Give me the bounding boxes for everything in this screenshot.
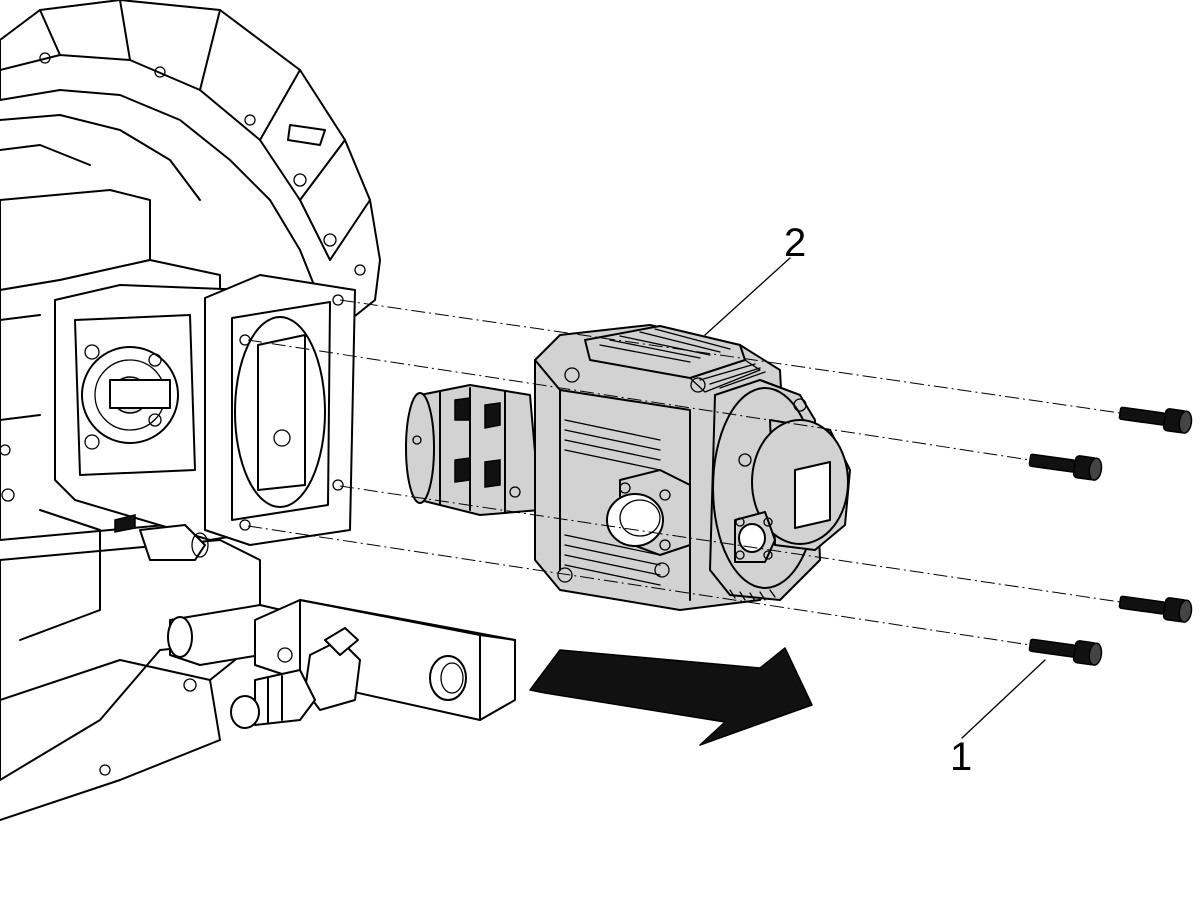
motor-mount-housing bbox=[54, 274, 356, 561]
screw-leader-line bbox=[961, 659, 1046, 739]
screw bbox=[1028, 638, 1103, 666]
alignment-lines bbox=[247, 299, 1121, 646]
motor-coupling bbox=[405, 384, 541, 516]
motor-encoder-cap bbox=[709, 379, 851, 602]
motor-callout-label: 2 bbox=[784, 221, 806, 265]
motor-leader-line bbox=[704, 257, 791, 336]
servo-motor bbox=[405, 324, 851, 611]
screw bbox=[1028, 453, 1103, 481]
screw bbox=[1118, 406, 1193, 434]
screw-callout-label: 1 bbox=[950, 735, 972, 779]
removal-direction-arrow bbox=[529, 647, 813, 746]
screw bbox=[1118, 595, 1193, 623]
valve-rail bbox=[167, 599, 516, 729]
